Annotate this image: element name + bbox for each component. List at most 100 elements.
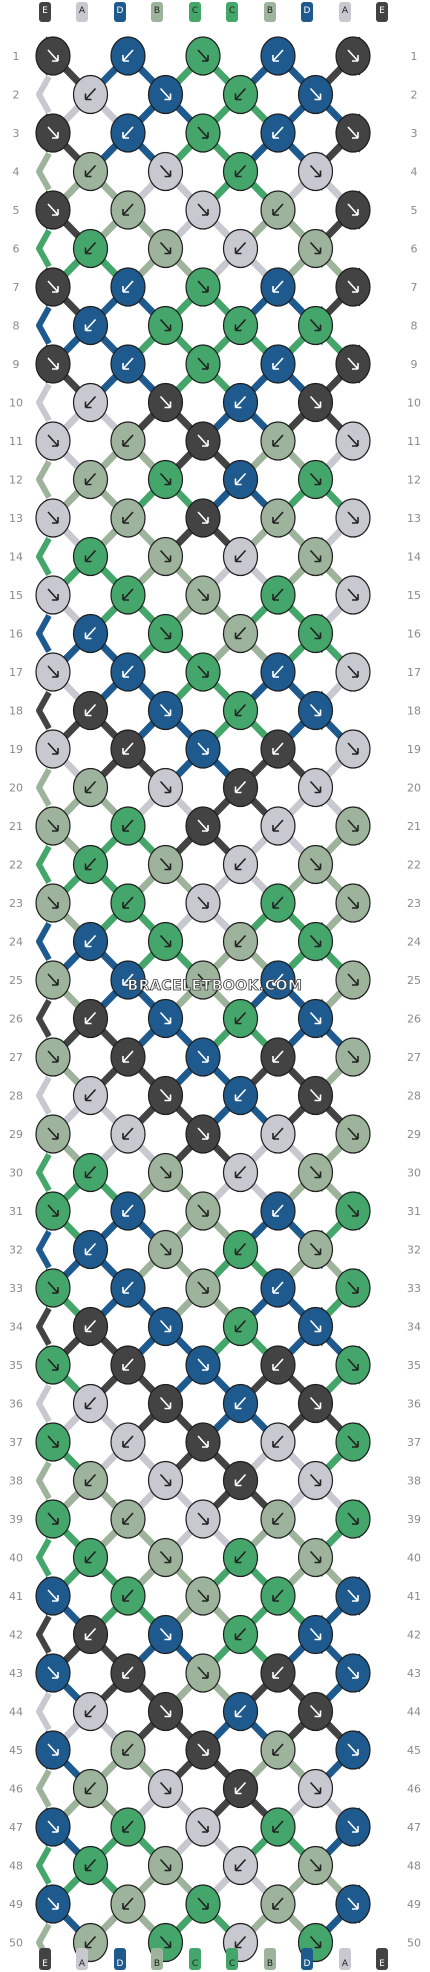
knot[interactable] bbox=[185, 1191, 221, 1231]
knot[interactable] bbox=[335, 1884, 371, 1924]
knot[interactable] bbox=[35, 1422, 71, 1462]
knot[interactable] bbox=[260, 1268, 296, 1308]
knot[interactable] bbox=[72, 767, 109, 808]
knot[interactable] bbox=[110, 421, 146, 461]
knot[interactable] bbox=[185, 1422, 221, 1462]
knot[interactable] bbox=[35, 113, 71, 153]
knot[interactable] bbox=[335, 729, 371, 769]
knot[interactable] bbox=[260, 652, 296, 692]
knot[interactable] bbox=[110, 729, 146, 769]
knot[interactable] bbox=[147, 1229, 184, 1270]
knot[interactable] bbox=[260, 498, 296, 538]
knot[interactable] bbox=[72, 690, 109, 731]
knot[interactable] bbox=[185, 1576, 221, 1616]
knot[interactable] bbox=[147, 1537, 184, 1578]
knot[interactable] bbox=[72, 998, 109, 1039]
knot[interactable] bbox=[72, 1768, 109, 1809]
knot[interactable] bbox=[72, 613, 109, 654]
knot[interactable] bbox=[260, 729, 296, 769]
knot[interactable] bbox=[110, 652, 146, 692]
knot[interactable] bbox=[35, 498, 71, 538]
knot[interactable] bbox=[72, 921, 109, 962]
knot[interactable] bbox=[72, 844, 109, 885]
knot[interactable] bbox=[335, 113, 371, 153]
knot[interactable] bbox=[147, 151, 184, 192]
knot[interactable] bbox=[185, 421, 221, 461]
knot[interactable] bbox=[110, 36, 146, 76]
knot[interactable] bbox=[335, 575, 371, 615]
knot[interactable] bbox=[260, 806, 296, 846]
knot[interactable] bbox=[297, 1768, 334, 1809]
knot[interactable] bbox=[147, 459, 184, 500]
knot[interactable] bbox=[222, 151, 259, 192]
knot[interactable] bbox=[110, 1807, 146, 1847]
knot[interactable] bbox=[35, 1884, 71, 1924]
knot[interactable] bbox=[35, 267, 71, 307]
knot[interactable] bbox=[185, 806, 221, 846]
knot[interactable] bbox=[72, 1537, 109, 1578]
knot[interactable] bbox=[110, 1884, 146, 1924]
knot[interactable] bbox=[185, 498, 221, 538]
knot[interactable] bbox=[335, 960, 371, 1000]
knot[interactable] bbox=[260, 344, 296, 384]
knot[interactable] bbox=[72, 1383, 109, 1424]
knot[interactable] bbox=[260, 1576, 296, 1616]
knot[interactable] bbox=[297, 921, 334, 962]
knot[interactable] bbox=[72, 74, 109, 115]
knot[interactable] bbox=[185, 344, 221, 384]
knot[interactable] bbox=[260, 113, 296, 153]
knot[interactable] bbox=[35, 1037, 71, 1077]
knot[interactable] bbox=[222, 1075, 259, 1116]
knot[interactable] bbox=[110, 1191, 146, 1231]
knot[interactable] bbox=[147, 1460, 184, 1501]
knot[interactable] bbox=[222, 382, 259, 423]
knot[interactable] bbox=[110, 1345, 146, 1385]
knot[interactable] bbox=[185, 1807, 221, 1847]
knot[interactable] bbox=[297, 459, 334, 500]
knot[interactable] bbox=[260, 1114, 296, 1154]
knot[interactable] bbox=[147, 1691, 184, 1732]
knot[interactable] bbox=[297, 998, 334, 1039]
knot[interactable] bbox=[260, 421, 296, 461]
knot[interactable] bbox=[72, 1845, 109, 1886]
knot[interactable] bbox=[222, 459, 259, 500]
knot[interactable] bbox=[185, 729, 221, 769]
knot[interactable] bbox=[222, 1768, 259, 1809]
knot[interactable] bbox=[72, 305, 109, 346]
knot[interactable] bbox=[260, 1730, 296, 1770]
knot[interactable] bbox=[260, 1807, 296, 1847]
knot[interactable] bbox=[110, 1037, 146, 1077]
knot[interactable] bbox=[35, 1576, 71, 1616]
knot[interactable] bbox=[110, 883, 146, 923]
knot[interactable] bbox=[335, 1422, 371, 1462]
knot[interactable] bbox=[35, 1191, 71, 1231]
knot[interactable] bbox=[110, 806, 146, 846]
knot[interactable] bbox=[185, 1268, 221, 1308]
knot[interactable] bbox=[222, 998, 259, 1039]
knot[interactable] bbox=[147, 1152, 184, 1193]
knot[interactable] bbox=[222, 613, 259, 654]
knot[interactable] bbox=[335, 1576, 371, 1616]
knot[interactable] bbox=[260, 1884, 296, 1924]
knot[interactable] bbox=[222, 844, 259, 885]
knot[interactable] bbox=[147, 1383, 184, 1424]
knot[interactable] bbox=[147, 305, 184, 346]
knot[interactable] bbox=[35, 1268, 71, 1308]
knot[interactable] bbox=[297, 690, 334, 731]
knot[interactable] bbox=[297, 151, 334, 192]
knot[interactable] bbox=[147, 536, 184, 577]
knot[interactable] bbox=[260, 36, 296, 76]
knot[interactable] bbox=[260, 883, 296, 923]
knot[interactable] bbox=[35, 1653, 71, 1693]
knot[interactable] bbox=[147, 1845, 184, 1886]
knot[interactable] bbox=[222, 921, 259, 962]
knot[interactable] bbox=[222, 1460, 259, 1501]
knot[interactable] bbox=[335, 1037, 371, 1077]
knot[interactable] bbox=[297, 1229, 334, 1270]
knot[interactable] bbox=[297, 536, 334, 577]
knot[interactable] bbox=[35, 1345, 71, 1385]
knot[interactable] bbox=[35, 806, 71, 846]
knot[interactable] bbox=[222, 74, 259, 115]
knot[interactable] bbox=[297, 613, 334, 654]
knot[interactable] bbox=[335, 1499, 371, 1539]
